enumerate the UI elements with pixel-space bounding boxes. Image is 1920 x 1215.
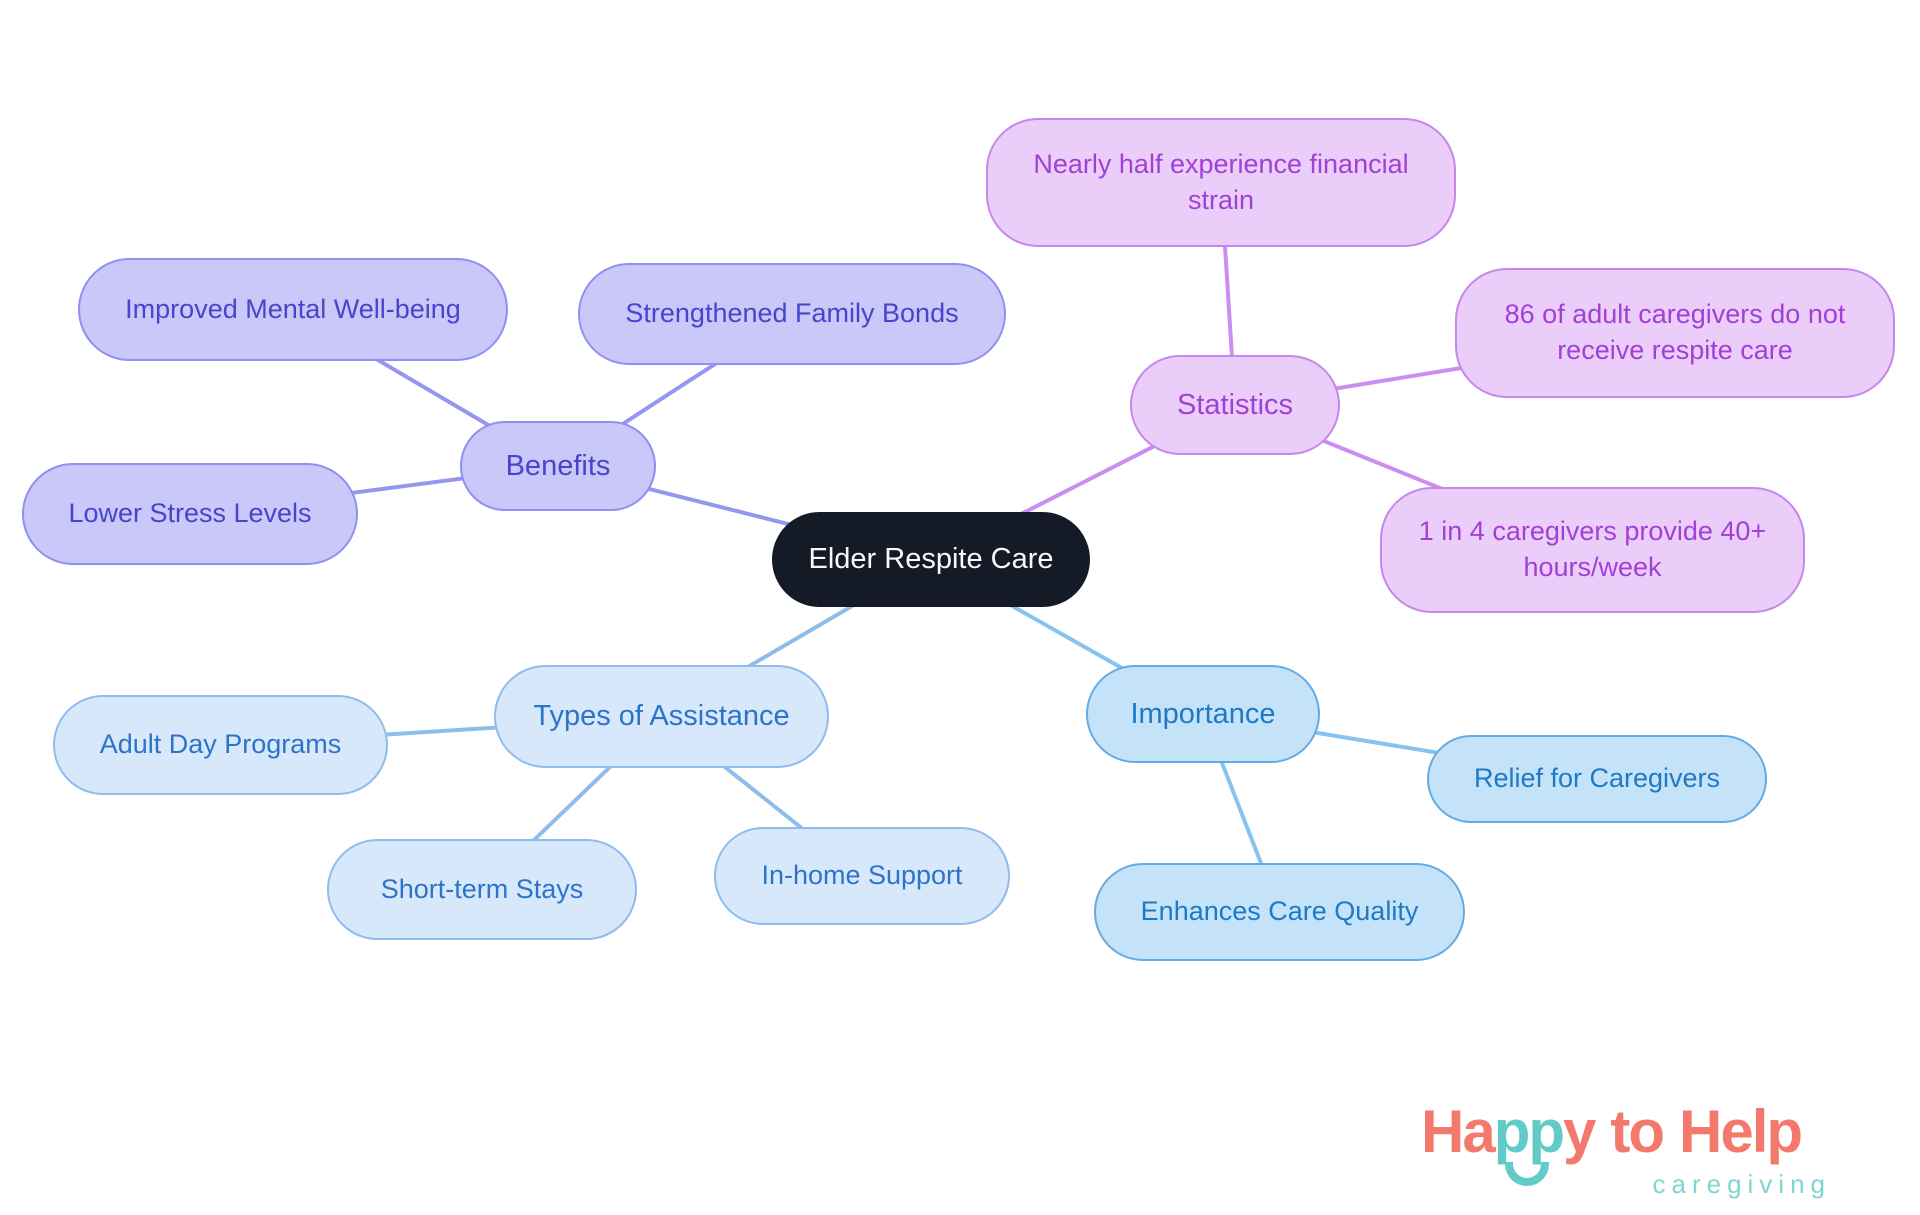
logo-text-y: y <box>1563 1098 1596 1165</box>
logo-text-help: Help <box>1679 1098 1803 1165</box>
node-statistics[interactable]: Statistics <box>1130 355 1340 455</box>
node-86-no-respite[interactable]: 86 of adult caregivers do not receive re… <box>1455 268 1895 398</box>
logo-text-pp: pp <box>1493 1098 1565 1165</box>
logo-pp-with-smile: pp <box>1493 1098 1565 1186</box>
node-lower-stress-levels[interactable]: Lower Stress Levels <box>22 463 358 565</box>
node-importance[interactable]: Importance <box>1086 665 1320 763</box>
node-enhances-care-quality[interactable]: Enhances Care Quality <box>1094 863 1465 961</box>
node-relief-for-caregivers[interactable]: Relief for Caregivers <box>1427 735 1767 823</box>
node-short-term-stays[interactable]: Short-term Stays <box>327 839 637 940</box>
smile-icon <box>1504 1162 1549 1186</box>
node-improved-mental-wellbeing[interactable]: Improved Mental Well-being <box>78 258 508 361</box>
node-1-in-4-hours[interactable]: 1 in 4 caregivers provide 40+ hours/week <box>1380 487 1805 613</box>
logo-text-to: to <box>1610 1098 1665 1165</box>
logo-subtitle: caregiving <box>1652 1169 1831 1199</box>
logo-text-ha: Ha <box>1421 1098 1496 1165</box>
node-types-of-assistance[interactable]: Types of Assistance <box>494 665 829 768</box>
node-strengthened-family-bonds[interactable]: Strengthened Family Bonds <box>578 263 1006 365</box>
node-in-home-support[interactable]: In-home Support <box>714 827 1010 925</box>
node-elder-respite-care[interactable]: Elder Respite Care <box>772 512 1090 607</box>
node-financial-strain[interactable]: Nearly half experience financial strain <box>986 118 1456 247</box>
node-adult-day-programs[interactable]: Adult Day Programs <box>53 695 388 795</box>
node-benefits[interactable]: Benefits <box>460 421 656 511</box>
